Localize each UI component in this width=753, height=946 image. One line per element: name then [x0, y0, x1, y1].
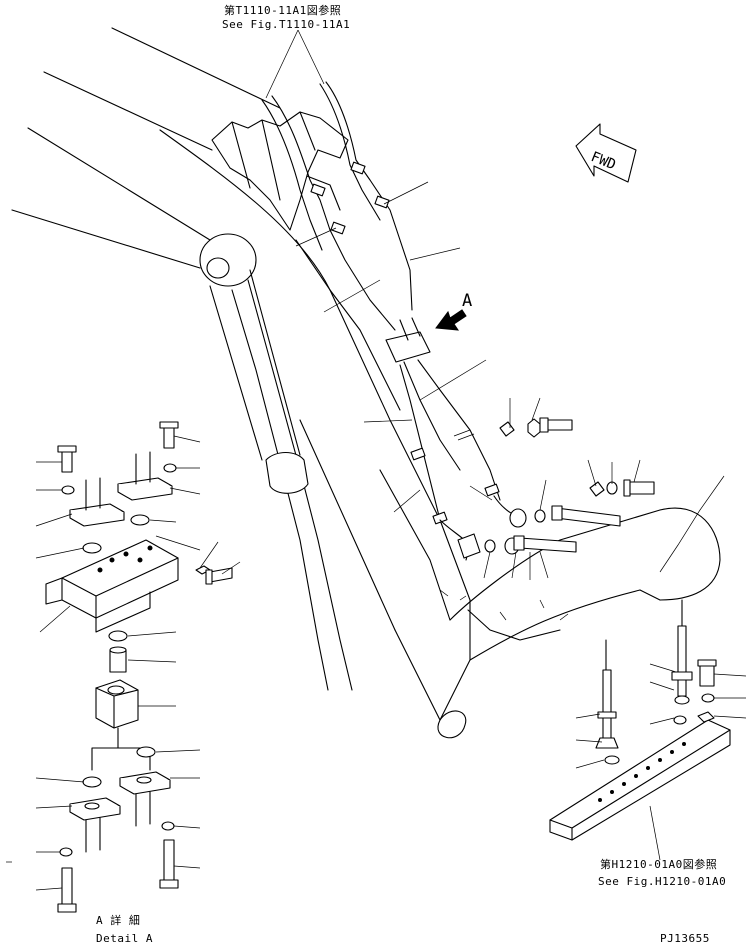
view-arrow-icon: [435, 309, 467, 331]
bottom-reference-en: See Fig.H1210-01A0: [598, 875, 727, 888]
boom: [11, 27, 721, 739]
bottom-reference-jp: 第H1210-01A0図参照: [600, 858, 718, 871]
right-fittings: [453, 417, 655, 553]
detail-title-en: Detail A: [96, 932, 153, 945]
boom-foot-bracket: [211, 111, 349, 231]
detail-a: [45, 421, 233, 913]
boom-cylinder: [199, 233, 353, 691]
leader-lines: [6, 29, 747, 891]
stick-block: [549, 599, 731, 841]
detail-title-jp: A 詳 細: [96, 914, 141, 927]
drawing-number: PJ13655: [660, 932, 710, 945]
view-marker-label: A: [462, 291, 473, 311]
forward-arrow-icon: FWD: [575, 123, 637, 183]
top-reference-en: See Fig.T1110-11A1: [222, 18, 351, 31]
top-reference-jp: 第T1110-11A1図参照: [224, 4, 342, 17]
